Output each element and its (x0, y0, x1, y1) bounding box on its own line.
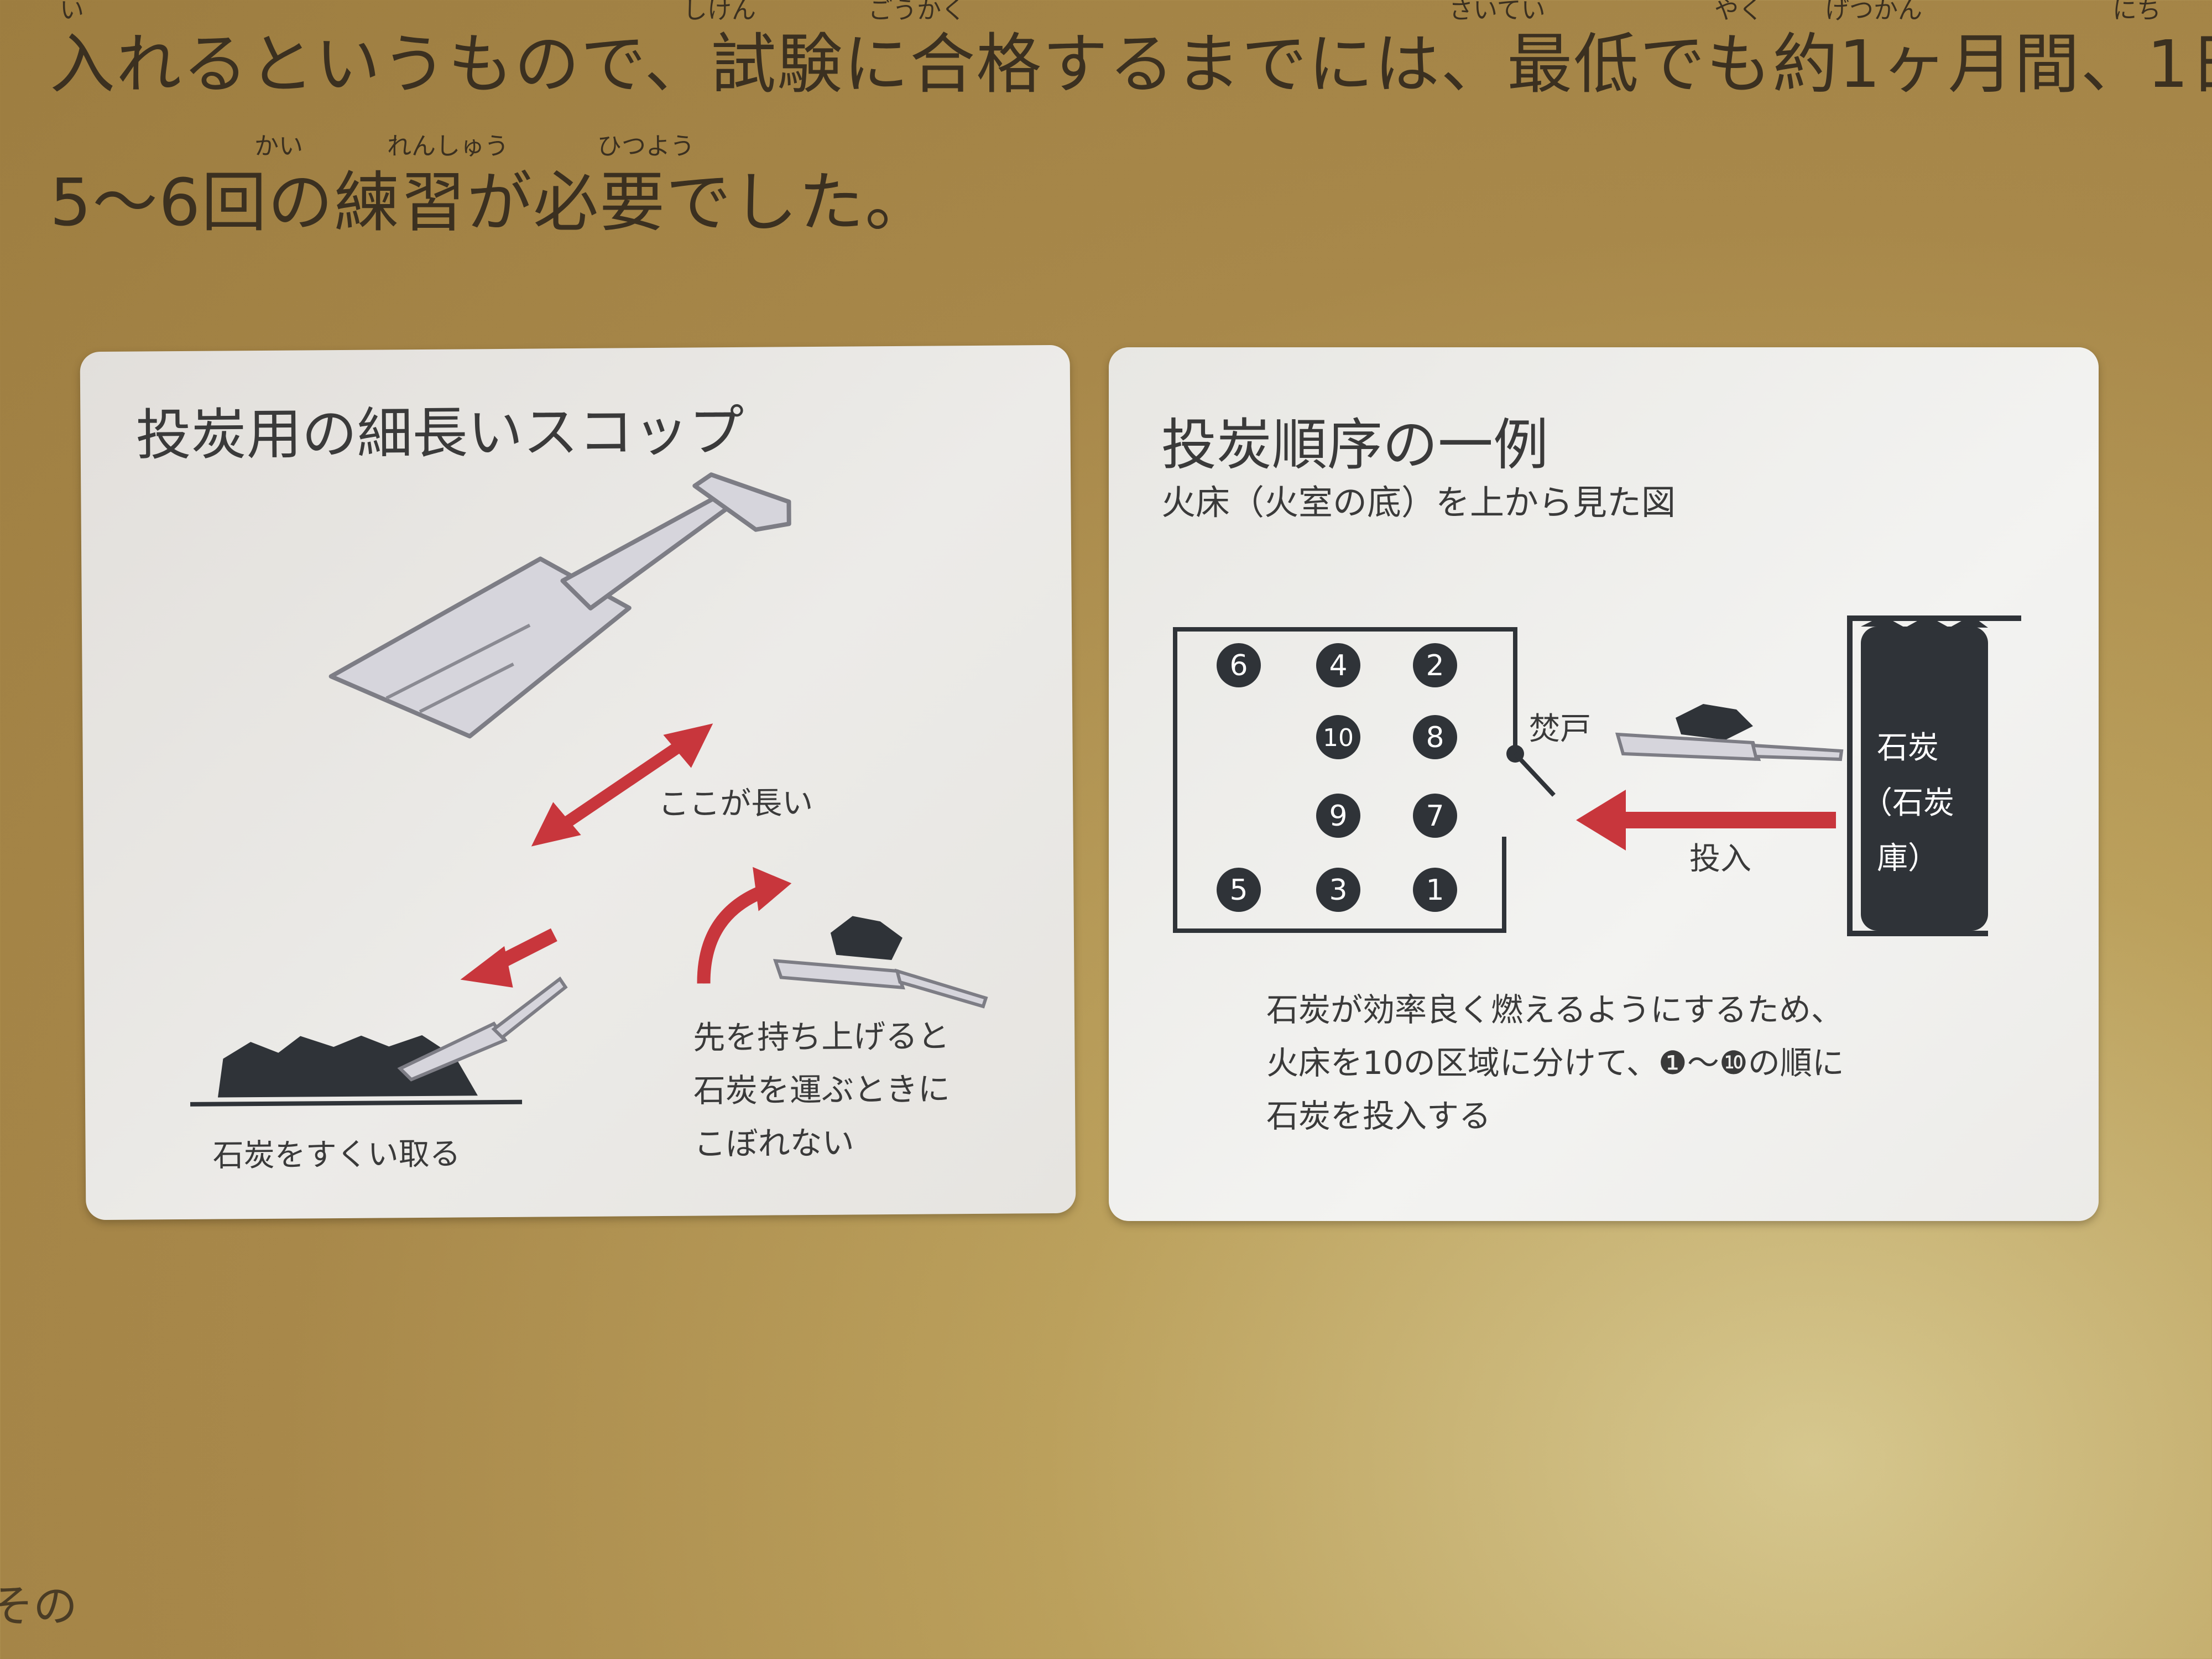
coal-pile-icon (190, 1035, 523, 1107)
throw-shovel-icon (1615, 704, 1844, 761)
order-panel: 投炭順序の一例 火床（火室の底）を上から見た図 6 4 2 10 8 9 7 5… (1109, 347, 2099, 1221)
lift-caption-line-2: 石炭を運ぶときに (693, 1070, 951, 1110)
sign-line-1: 入れるというもので、試験に合格するまでには、最低でも約1ヶ月間、1日 (50, 26, 2212, 102)
ruby-saitei: さいてい (1449, 0, 1546, 24)
lift-caption-line-3: こぼれない (693, 1124, 854, 1163)
lift-tip-caption: 先を持ち上げると 石炭を運ぶときに こぼれない (693, 1009, 951, 1170)
svg-text:5: 5 (1229, 874, 1248, 907)
long-part-label: ここが長い (658, 785, 813, 822)
shovel-icon (328, 472, 791, 739)
svg-text:6: 6 (1229, 649, 1248, 682)
shovel-panel: 投炭用の細長いスコップ ここが長い 石炭をすくい取る 先を持ち上げると 石炭を運… (80, 345, 1076, 1220)
zone-7: 7 (1413, 794, 1457, 838)
zone-8: 8 (1413, 715, 1457, 759)
ruby-renshuu: れんしゅう (387, 132, 509, 160)
throw-arrow-icon (1576, 790, 1836, 851)
shovel-panel-title: 投炭用の細長いスコップ (135, 398, 744, 468)
curved-arrow-icon (697, 867, 792, 984)
ruby-yaku: やく (1714, 0, 1763, 24)
corner-fragment-text: その (0, 1580, 77, 1632)
zone-1: 1 (1413, 868, 1457, 912)
svg-text:4: 4 (1329, 649, 1347, 682)
zone-5: 5 (1217, 868, 1261, 912)
lift-caption-line-1: 先を持ち上げると (692, 1017, 950, 1057)
svg-text:2: 2 (1426, 649, 1444, 682)
ruby-getsukan: げつかん (1825, 0, 1922, 24)
order-panel-subtitle: 火床（火室の底）を上から見た図 (1161, 482, 1676, 523)
red-left-arrow-icon (460, 928, 557, 988)
svg-text:7: 7 (1426, 800, 1444, 833)
svg-text:1: 1 (1426, 874, 1444, 907)
zone-9: 9 (1316, 794, 1360, 838)
coal-label-line-2: （石炭庫） (1861, 785, 1954, 877)
loaded-shovel-icon (773, 916, 988, 1009)
svg-text:3: 3 (1329, 874, 1347, 907)
ruby-kai: かい (254, 132, 303, 160)
ruby-goukaku: ごうかく (868, 0, 966, 24)
zone-10: 10 (1316, 715, 1360, 759)
sign-line-2: 5～6回の練習が必要でした。 (50, 164, 932, 241)
order-caption-line-1: 石炭が効率良く燃えるようにするため、 (1266, 991, 1843, 1029)
small-shovel-icon (397, 976, 568, 1082)
zone-3: 3 (1316, 868, 1360, 912)
ruby-shiken: しけん (683, 0, 756, 24)
svg-text:9: 9 (1329, 800, 1347, 833)
order-caption-line-2: 火床を10の区域に分けて、❶～❿の順に (1266, 1044, 1844, 1082)
throw-in-label: 投入 (1689, 841, 1751, 877)
order-panel-title: 投炭順序の一例 (1161, 413, 1548, 477)
order-caption-line-3: 石炭を投入する (1266, 1097, 1491, 1135)
ruby-hitsuyou: ひつよう (597, 132, 695, 160)
zone-2: 2 (1413, 643, 1457, 687)
zone-4: 4 (1316, 643, 1360, 687)
coal-bunker-icon (1847, 615, 2021, 936)
ruby-iru: い (60, 0, 84, 24)
zone-6: 6 (1217, 643, 1261, 687)
svg-text:8: 8 (1426, 721, 1444, 754)
order-caption: 石炭が効率良く燃えるようにするため、 火床を10の区域に分けて、❶～❿の順に 石… (1266, 983, 1844, 1142)
svg-text:10: 10 (1323, 724, 1354, 752)
firebed-diagram: 6 4 2 10 8 9 7 5 3 1 (1173, 627, 1556, 933)
double-arrow-icon (531, 723, 713, 847)
coal-bunker-label: 石炭 （石炭庫） (1853, 721, 1963, 886)
ruby-nichi: にち (2112, 0, 2161, 24)
scoop-coal-label: 石炭をすくい取る (212, 1136, 461, 1174)
coal-label-line-1: 石炭 (1877, 730, 1939, 766)
firing-door-label: 焚戸 (1529, 711, 1591, 747)
